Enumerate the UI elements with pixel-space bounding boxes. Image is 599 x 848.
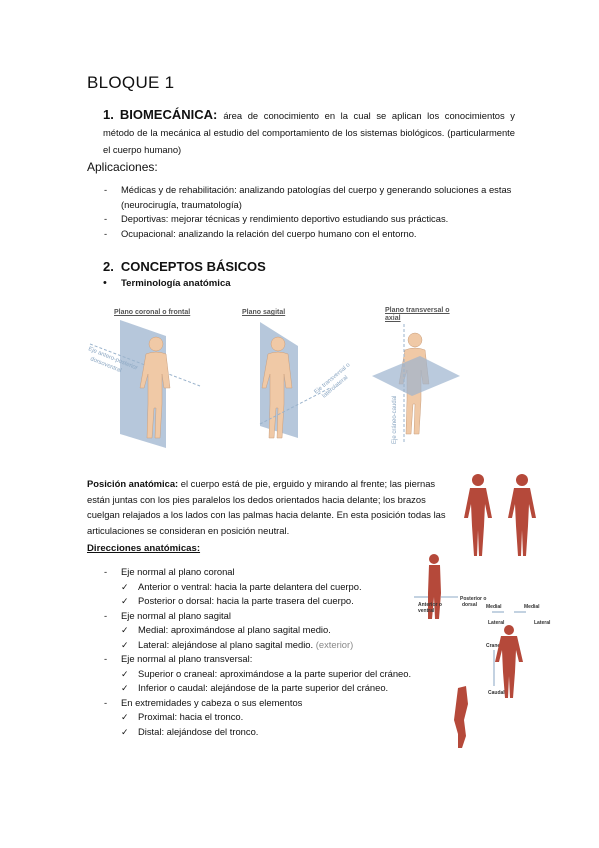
muscle-figure-front-directions: Medial Medial Lateral Lateral Craneal Ca…: [486, 604, 551, 698]
list-item: -Médicas y de rehabilitación: analizando…: [104, 184, 512, 210]
list-item: ✓Anterior o ventral: hacia la parte dela…: [121, 580, 451, 595]
anatomical-position-text: el cuerpo está de pie, erguido y mirando…: [87, 478, 446, 536]
svg-text:Craneal: Craneal: [486, 643, 505, 649]
section-number: 1.: [103, 107, 114, 122]
list-item: ✓Medial: aproximándose al plano sagital …: [121, 623, 451, 638]
check-icon: ✓: [121, 581, 129, 592]
list-item: ✓Proximal: hacia el tronco.: [121, 710, 451, 725]
svg-text:Medial: Medial: [524, 604, 540, 610]
check-icon: ✓: [121, 596, 129, 606]
list-item: ✓Lateral: alejándose al plano sagital me…: [121, 638, 451, 653]
muscle-arm-figure: [454, 686, 468, 748]
subsection-title: Terminología anatómica: [121, 278, 231, 289]
svg-text:Medial: Medial: [486, 604, 502, 610]
plane-sagital-label: Plano sagital: [242, 309, 286, 316]
muscle-figures-front-back: [464, 474, 536, 556]
list-item: ✓Posterior o dorsal: hacia la parte tras…: [121, 594, 451, 609]
plane-coronal-label: Plano coronal o frontal: [114, 309, 191, 316]
svg-text:Lateral: Lateral: [534, 620, 551, 626]
anatomical-position-label: Posición anatómica:: [87, 478, 179, 489]
posterior-label: Posterior o: [460, 596, 486, 602]
check-icon: ✓: [121, 683, 129, 693]
sagital-plane-figure: Eje transversal o laterolateral: [259, 322, 352, 439]
direction-group-label: -Eje normal al plano transversal:: [104, 653, 253, 664]
anatomical-position-paragraph: Posición anatómica: el cuerpo está de pi…: [87, 476, 455, 538]
direction-group-label: -Eje normal al plano sagital: [104, 609, 231, 621]
section-number: 2.: [103, 259, 114, 274]
svg-text:Lateral: Lateral: [488, 620, 505, 626]
list-item: -Deportivas: mejorar técnicas y rendimie…: [104, 213, 449, 224]
directions-heading: Direcciones anatómicas:: [87, 543, 201, 554]
section-text: área de conocimiento en la cual se aplic…: [103, 110, 515, 155]
muscle-figure-side: Anterior o ventral Posterior o dorsal: [414, 554, 486, 619]
list-item: ✓Superior o craneal: aproximándose a la …: [121, 667, 451, 682]
page-title: BLOQUE 1: [87, 73, 175, 92]
check-icon: ✓: [121, 712, 129, 722]
check-icon: ✓: [121, 639, 129, 650]
coronal-plane-figure: Eje antero-posterior dorsoventral: [87, 320, 201, 448]
bullet-icon: •: [103, 277, 107, 289]
list-item: ✓Inferior o caudal: alejándose de la par…: [121, 681, 451, 696]
check-icon: ✓: [121, 625, 129, 635]
section-title: BIOMECÁNICA:: [119, 107, 218, 122]
anatomical-planes-figure: Eje antero-posterior dorsoventral Eje tr…: [87, 320, 460, 448]
list-item: -Ocupacional: analizando la relación del…: [104, 227, 417, 239]
directions-list: -Eje normal al plano coronal ✓Anterior o…: [104, 565, 451, 740]
direction-group-label: -En extremidades y cabeza o sus elemento…: [104, 696, 303, 708]
check-icon: ✓: [121, 726, 129, 737]
svg-text:ventral: ventral: [418, 608, 435, 614]
direction-group-label: -Eje normal al plano coronal: [104, 566, 235, 577]
check-icon: ✓: [121, 668, 129, 679]
applications-list: -Médicas y de rehabilitación: analizando…: [104, 183, 521, 241]
list-item: ✓Distal: alejándose del tronco.: [121, 725, 451, 740]
section-title: CONCEPTOS BÁSICOS: [120, 259, 266, 274]
applications-heading: Aplicaciones:: [87, 160, 158, 174]
svg-text:Caudal: Caudal: [488, 690, 505, 696]
svg-text:dorsal: dorsal: [462, 602, 478, 608]
section-conceptos: 2. CONCEPTOS BÁSICOS: [103, 259, 266, 274]
transversal-plane-figure: Eje cráneo-caudal: [372, 324, 460, 444]
note-exterior: (exterior): [315, 638, 354, 650]
anterior-label: Anterior o: [418, 602, 442, 608]
section-biomecanica: 1. BIOMECÁNICA:área de conocimiento en la…: [103, 106, 515, 158]
axis-transversal-label: Eje cráneo-caudal: [392, 396, 398, 444]
